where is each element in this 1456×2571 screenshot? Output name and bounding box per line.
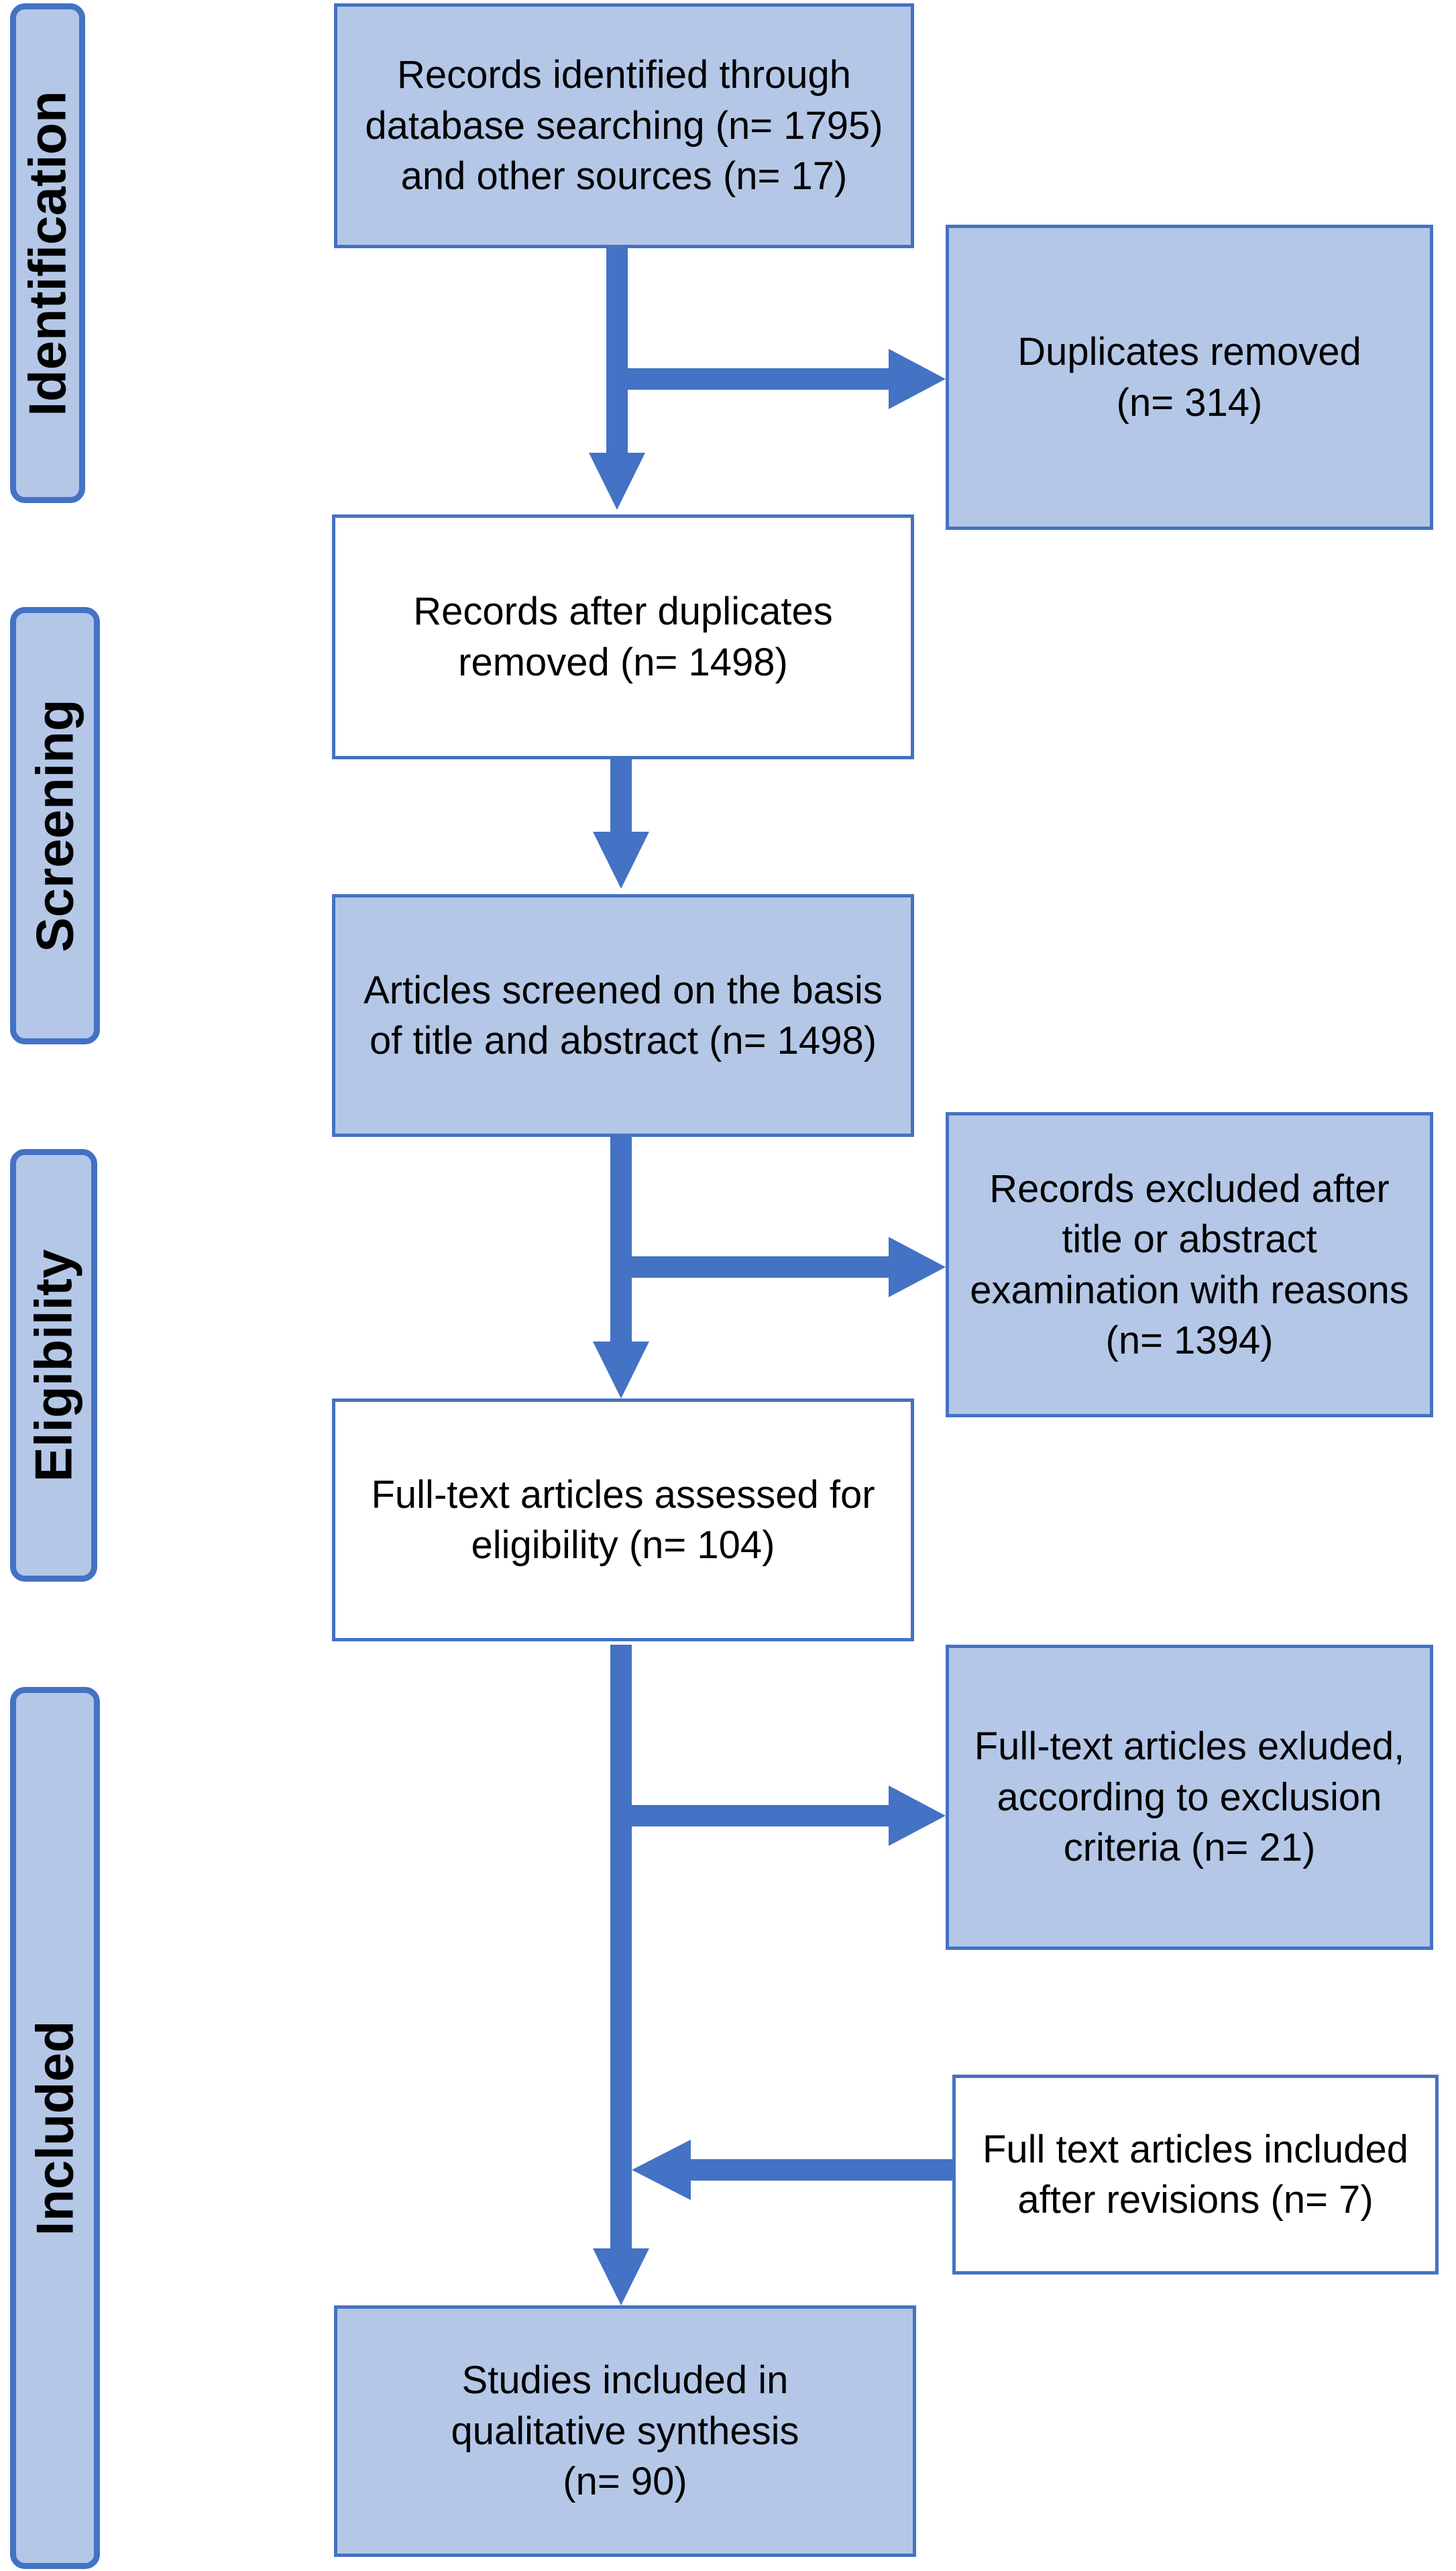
phase-identification-label: Identification [17,90,77,417]
box-after-duplicates: Records after duplicates removed (n= 149… [332,514,914,759]
phase-included: Included [10,1687,100,2569]
box-records-identified-text: Records identified through database sear… [365,53,883,199]
box-fulltext-excluded: Full-text articles exluded, according to… [946,1645,1433,1950]
box-duplicates-removed-text: Duplicates removed (n= 314) [1017,330,1361,425]
box-articles-screened-text: Articles screened on the basis of title … [363,968,883,1062]
connector-branch-1 [617,368,892,390]
box-fulltext-included-revisions-text: Full text articles included after revisi… [982,2127,1409,2222]
box-fulltext-assessed: Full-text articles assessed for eligibil… [332,1399,914,1641]
arrow-head-right-1 [889,349,946,409]
box-records-excluded: Records excluded after title or abstract… [946,1112,1433,1417]
arrow-head-right-3 [889,1786,946,1846]
connector-main-1 [606,248,628,463]
box-studies-included: Studies included in qualitative synthesi… [334,2305,916,2557]
box-fulltext-assessed-text: Full-text articles assessed for eligibil… [371,1472,875,1567]
connector-branch-2 [621,1256,893,1278]
phase-identification: Identification [10,3,85,503]
box-records-identified: Records identified through database sear… [334,3,914,248]
arrow-head-down-1 [589,453,645,510]
connector-branch-3 [621,1805,893,1826]
box-fulltext-included-revisions: Full text articles included after revisi… [952,2075,1439,2275]
connector-main-4 [610,1645,632,2255]
arrow-head-down-4 [593,2248,649,2305]
box-after-duplicates-text: Records after duplicates removed (n= 149… [413,590,833,684]
box-fulltext-excluded-text: Full-text articles exluded, according to… [974,1725,1405,1870]
box-studies-included-text: Studies included in qualitative synthesi… [451,2358,799,2504]
connector-main-2 [610,759,632,840]
arrow-head-down-2 [593,832,649,889]
connector-branch-4 [687,2159,952,2181]
box-articles-screened: Articles screened on the basis of title … [332,894,914,1137]
box-records-excluded-text: Records excluded after title or abstract… [970,1166,1409,1362]
phase-eligibility-label: Eligibility [23,1249,83,1482]
phase-included-label: Included [25,2020,85,2236]
arrow-head-down-3 [593,1342,649,1399]
connector-main-3 [610,1137,632,1352]
arrow-head-left-1 [632,2140,691,2200]
arrow-head-right-2 [889,1237,946,1297]
box-duplicates-removed: Duplicates removed (n= 314) [946,225,1433,530]
phase-eligibility: Eligibility [10,1149,97,1582]
phase-screening-label: Screening [25,699,85,952]
phase-screening: Screening [10,607,100,1044]
